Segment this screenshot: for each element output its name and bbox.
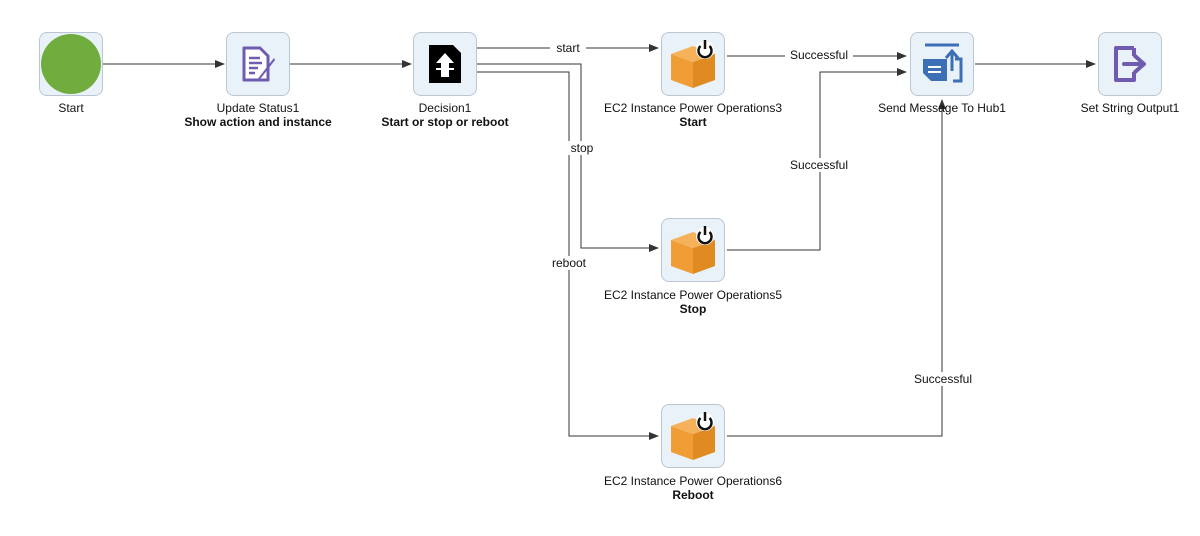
edge-ec2reboot-to-send[interactable] (727, 99, 946, 437)
ec2-power-icon (671, 226, 715, 274)
node-name: EC2 Instance Power Operations3 (603, 101, 783, 115)
edge-label-start: start (556, 41, 580, 55)
start-label: Start (0, 101, 161, 115)
ec2-stop-label: EC2 Instance Power Operations5 Stop (603, 288, 783, 316)
ec2-stop-node[interactable] (661, 218, 725, 282)
edge-label-successful-reboot: Successful (914, 372, 972, 386)
node-name: Update Status1 (216, 101, 300, 115)
update-status-label: Update Status1 Show action and instance (168, 101, 348, 129)
node-description: Start (679, 115, 707, 129)
start-circle-icon (41, 34, 101, 94)
send-message-node[interactable] (910, 32, 974, 96)
ec2-reboot-label: EC2 Instance Power Operations6 Reboot (603, 474, 783, 502)
node-name: EC2 Instance Power Operations6 (603, 474, 783, 488)
node-name: Send Message To Hub1 (878, 101, 1006, 115)
exit-arrow-icon (1114, 46, 1146, 82)
ec2-power-icon (671, 412, 715, 460)
edge-label-reboot: reboot (552, 256, 587, 270)
set-output-node[interactable] (1098, 32, 1162, 96)
node-description: Show action and instance (184, 115, 332, 129)
node-description: Start or stop or reboot (381, 115, 509, 129)
ec2-start-node[interactable] (661, 32, 725, 96)
edge-label-successful-start: Successful (790, 48, 848, 62)
set-output-label: Set String Output1 (1040, 101, 1200, 115)
decision-node[interactable] (413, 32, 477, 96)
send-message-icon (923, 43, 963, 83)
decision-icon (429, 45, 461, 83)
decision-label: Decision1 Start or stop or reboot (355, 101, 535, 129)
node-description: Stop (679, 302, 707, 316)
node-name: Set String Output1 (1080, 101, 1180, 115)
edge-decision-reboot[interactable] (477, 71, 659, 440)
ec2-power-icon (671, 40, 715, 88)
edge-decision-stop[interactable] (477, 63, 659, 252)
document-edit-icon (242, 46, 275, 82)
node-description: Reboot (672, 488, 714, 502)
edge-label-stop: stop (571, 141, 594, 155)
node-name: Decision1 (418, 101, 472, 115)
start-node[interactable] (39, 32, 103, 96)
ec2-start-label: EC2 Instance Power Operations3 Start (603, 101, 783, 129)
update-status-node[interactable] (226, 32, 290, 96)
edge-label-successful-stop: Successful (790, 158, 848, 172)
node-name: Start (58, 101, 84, 115)
send-message-label: Send Message To Hub1 (852, 101, 1032, 115)
ec2-reboot-node[interactable] (661, 404, 725, 468)
node-name: EC2 Instance Power Operations5 (603, 288, 783, 302)
